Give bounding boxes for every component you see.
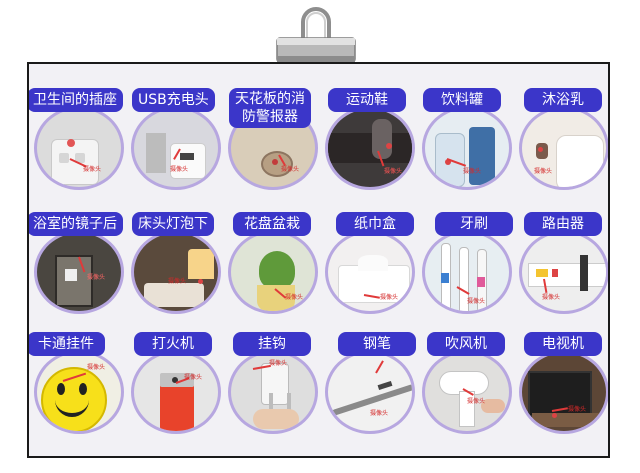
tile-bathroom-mirror: 摄像头 浴室的镜子后 — [29, 212, 129, 317]
drink-can-image — [422, 106, 512, 190]
bedside-lamp-image — [131, 230, 221, 314]
camera-tag: 摄像头 — [184, 374, 203, 381]
label-toothbrush: 牙刷 — [435, 212, 513, 236]
tile-toothbrush: 摄像头 牙刷 — [417, 212, 517, 317]
tile-lighter: 摄像头 打火机 — [126, 332, 226, 437]
label-bathroom-mirror: 浴室的镜子后 — [29, 212, 123, 236]
potted-plant-image — [228, 230, 318, 314]
camera-tag: 摄像头 — [568, 406, 587, 413]
tile-tv: 摄像头 电视机 — [514, 332, 608, 437]
label-smoke-alarm: 天花板的消防警报器 — [229, 88, 311, 128]
label-tv: 电视机 — [524, 332, 602, 356]
camera-tag: 摄像头 — [542, 294, 561, 301]
label-cartoon-pendant: 卡通挂件 — [29, 332, 105, 356]
camera-tag: 摄像头 — [463, 168, 482, 175]
tile-shower-gel: 摄像头 沐浴乳 — [514, 88, 608, 193]
tile-bathroom-socket: 摄像头 卫生间的插座 — [29, 88, 129, 193]
camera-tag: 摄像头 — [285, 294, 304, 301]
tile-bedside-lamp: 摄像头 床头灯泡下 — [126, 212, 226, 317]
camera-tag: 摄像头 — [87, 274, 106, 281]
camera-tag: 摄像头 — [380, 294, 399, 301]
tile-pen: 摄像头 钢笔 — [320, 332, 420, 437]
tile-hook: 摄像头 挂钩 — [223, 332, 323, 437]
tile-hair-dryer: 摄像头 吹风机 — [417, 332, 517, 437]
label-hair-dryer: 吹风机 — [427, 332, 505, 356]
tile-cartoon-pendant: 摄像头 卡通挂件 — [29, 332, 129, 437]
tile-smoke-alarm: 摄像头 天花板的消防警报器 — [223, 88, 323, 193]
label-sneaker: 运动鞋 — [328, 88, 406, 112]
camera-tag: 摄像头 — [467, 398, 486, 405]
tile-drink-can: 摄像头 饮料罐 — [417, 88, 517, 193]
camera-tag: 摄像头 — [534, 168, 553, 175]
tv-image — [519, 350, 608, 434]
camera-tag: 摄像头 — [467, 298, 486, 305]
usb-charger-image — [131, 106, 221, 190]
label-usb-charger: USB充电头 — [132, 88, 215, 112]
sneaker-image — [325, 106, 415, 190]
tissue-box-image — [325, 230, 415, 314]
label-lighter: 打火机 — [134, 332, 212, 356]
label-pen: 钢笔 — [338, 332, 416, 356]
tile-router: 摄像头 路由器 — [514, 212, 608, 317]
shower-gel-image — [519, 106, 608, 190]
label-bedside-lamp: 床头灯泡下 — [132, 212, 214, 236]
tile-sneaker: 摄像头 运动鞋 — [320, 88, 420, 193]
camera-tag: 摄像头 — [170, 166, 189, 173]
label-tissue-box: 纸巾盒 — [336, 212, 414, 236]
label-drink-can: 饮料罐 — [423, 88, 501, 112]
label-router: 路由器 — [524, 212, 602, 236]
cartoon-pendant-image — [34, 350, 124, 434]
tile-usb-charger: 摄像头 USB充电头 — [126, 88, 226, 193]
tile-potted-plant: 摄像头 花盘盆栽 — [223, 212, 323, 317]
hook-image — [228, 350, 318, 434]
lighter-image — [131, 350, 221, 434]
camera-tag: 摄像头 — [269, 360, 288, 367]
camera-tag: 摄像头 — [83, 166, 102, 173]
label-shower-gel: 沐浴乳 — [524, 88, 602, 112]
router-image — [519, 230, 608, 314]
bathroom-mirror-image — [34, 230, 124, 314]
socket-image — [34, 106, 124, 190]
camera-tag: 摄像头 — [168, 278, 187, 285]
camera-tag: 摄像头 — [370, 410, 389, 417]
camera-tag: 摄像头 — [384, 168, 403, 175]
label-hook: 挂钩 — [233, 332, 311, 356]
camera-tag: 摄像头 — [281, 166, 300, 173]
label-bathroom-socket: 卫生间的插座 — [29, 88, 123, 112]
pen-image — [325, 350, 415, 434]
label-potted-plant: 花盘盆栽 — [233, 212, 311, 236]
tile-tissue-box: 摄像头 纸巾盒 — [320, 212, 420, 317]
hidden-camera-board: 摄像头 卫生间的插座 摄像头 USB充电头 摄像头 天花板的消防警报器 摄像头 … — [27, 62, 610, 458]
camera-tag: 摄像头 — [87, 364, 106, 371]
